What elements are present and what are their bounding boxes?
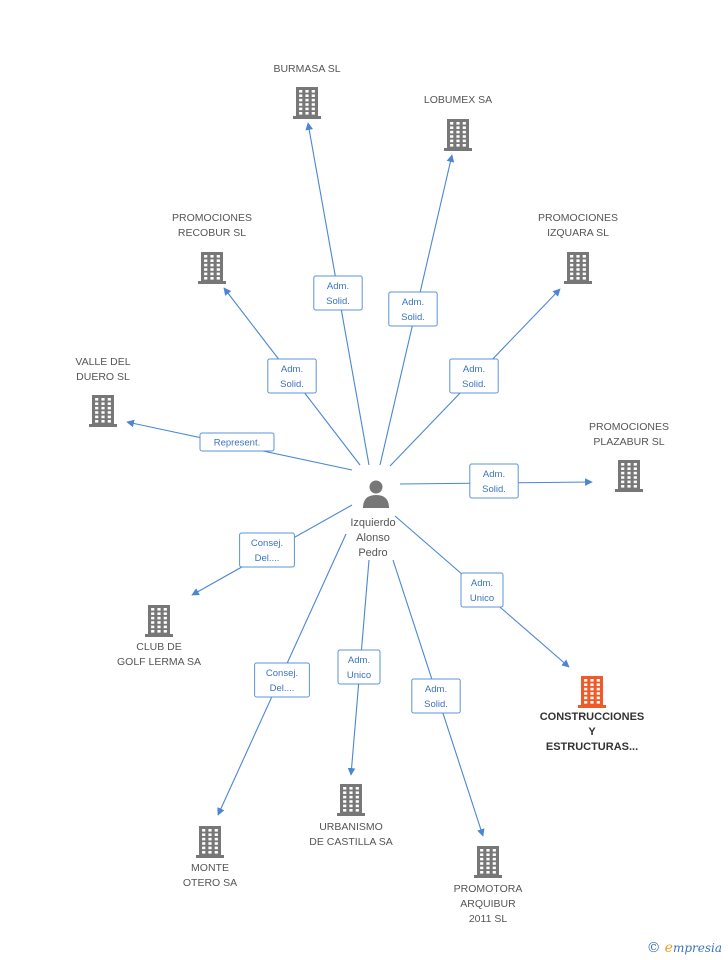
edge-arquibur: Adm. Solid.: [392, 559, 485, 837]
relation-label: Solid.: [280, 379, 304, 390]
edge-urbanismo: Adm. Unico: [337, 559, 381, 776]
building-icon[interactable]: [293, 87, 321, 119]
building-icon[interactable]: [337, 784, 365, 816]
edge-plazabur: Adm. Solid.: [399, 463, 593, 499]
company-name: CONSTRUCCIONES: [540, 711, 645, 723]
relation-label: Solid.: [482, 484, 506, 495]
relation-label: Solid.: [424, 699, 448, 710]
company-name: Y: [588, 726, 596, 738]
nodes-layer: BURMASA SL LOBUMEX SA PROMOCIONES RECOBUR S…: [75, 63, 669, 925]
relation-badge[interactable]: Adm. Solid.: [449, 358, 499, 394]
relation-label: Adm.: [327, 281, 349, 292]
company-node-monte[interactable]: MONTE OTERO SA: [183, 826, 237, 889]
relation-badge[interactable]: Adm. Unico: [460, 572, 504, 608]
company-name: RECOBUR SL: [178, 227, 246, 239]
company-node-valle[interactable]: VALLE DEL DUERO SL: [75, 356, 131, 427]
company-name: PLAZABUR SL: [593, 436, 664, 448]
relation-badge[interactable]: Consej. Del....: [254, 662, 310, 698]
company-name: BURMASA SL: [273, 63, 340, 75]
relation-badge[interactable]: Adm. Solid.: [313, 275, 363, 311]
relation-label: Represent.: [214, 438, 260, 449]
relation-label: Solid.: [326, 296, 350, 307]
company-name: DUERO SL: [76, 371, 130, 383]
company-node-arquibur[interactable]: PROMOTORA ARQUIBUR 2011 SL: [454, 846, 523, 925]
company-name: PROMOTORA: [454, 883, 523, 895]
edge-burmasa: Adm. Solid.: [305, 122, 370, 466]
company-node-plazabur[interactable]: PROMOCIONES PLAZABUR SL: [589, 421, 669, 492]
edge-izquara: Adm. Solid.: [389, 288, 561, 467]
edge-recobur: Adm. Solid.: [223, 287, 361, 466]
company-node-lobumex[interactable]: LOBUMEX SA: [424, 94, 492, 151]
relation-label: Unico: [470, 593, 494, 604]
building-icon[interactable]: [444, 119, 472, 151]
brand-logo: ©empresia: [647, 940, 722, 956]
building-icon[interactable]: [196, 826, 224, 858]
company-name: PROMOCIONES: [538, 212, 618, 224]
building-icon[interactable]: [615, 460, 643, 492]
company-name: GOLF LERMA SA: [117, 656, 201, 668]
brand-initial: e: [664, 940, 673, 956]
relation-label: Adm.: [471, 578, 493, 589]
relation-label: Unico: [347, 670, 371, 681]
company-node-golf[interactable]: CLUB DE GOLF LERMA SA: [117, 605, 201, 668]
edges-layer: Adm. Solid. Adm. Solid. Adm. Solid. Adm. Solid.…: [126, 122, 593, 837]
company-name: VALLE DEL: [75, 356, 130, 368]
building-icon[interactable]: [564, 252, 592, 284]
company-name: URBANISMO: [319, 821, 383, 833]
relation-badge[interactable]: Adm. Solid.: [411, 678, 461, 714]
edge-lobumex: Adm. Solid.: [379, 154, 455, 466]
company-name: PROMOCIONES: [172, 212, 252, 224]
company-name: MONTE: [191, 862, 229, 874]
relation-label: Adm.: [402, 297, 424, 308]
company-node-construcciones[interactable]: CONSTRUCCIONES Y ESTRUCTURAS...: [540, 676, 645, 753]
company-node-urbanismo[interactable]: URBANISMO DE CASTILLA SA: [309, 784, 393, 848]
company-name: PROMOCIONES: [589, 421, 669, 433]
brand-name: mpresia: [672, 941, 722, 955]
building-icon[interactable]: [474, 846, 502, 878]
relation-badge[interactable]: Adm. Solid.: [267, 358, 317, 394]
relation-label: Solid.: [401, 312, 425, 323]
building-icon[interactable]: [145, 605, 173, 637]
edge-valle: Represent.: [126, 419, 353, 471]
relation-badge[interactable]: Adm. Solid.: [388, 291, 438, 327]
company-name: 2011 SL: [469, 913, 507, 925]
company-name: ARQUIBUR: [460, 898, 516, 910]
company-name: IZQUARA SL: [547, 227, 609, 239]
company-node-recobur[interactable]: PROMOCIONES RECOBUR SL: [172, 212, 252, 284]
person-icon: [363, 480, 389, 508]
building-icon[interactable]: [578, 676, 606, 708]
relation-badge[interactable]: Adm. Unico: [337, 649, 381, 685]
relation-badge[interactable]: Adm. Solid.: [469, 463, 519, 499]
building-icon[interactable]: [198, 252, 226, 284]
copyright-symbol: ©: [646, 940, 661, 956]
relation-label: Adm.: [425, 684, 447, 695]
relation-label: Solid.: [462, 379, 486, 390]
building-icon[interactable]: [89, 395, 117, 427]
company-name: ESTRUCTURAS...: [546, 741, 638, 753]
company-name: DE CASTILLA SA: [309, 836, 392, 848]
relation-label: Consej.: [266, 668, 298, 679]
company-name: CLUB DE: [136, 641, 182, 653]
relation-label: Adm.: [281, 364, 303, 375]
relation-badge[interactable]: Consej. Del....: [239, 532, 295, 568]
edge-monte: Consej. Del....: [217, 533, 347, 816]
company-node-izquara[interactable]: PROMOCIONES IZQUARA SL: [538, 212, 618, 284]
relation-label: Adm.: [483, 469, 505, 480]
relation-label: Del....: [270, 683, 295, 694]
edge-construcciones: Adm. Unico: [394, 515, 570, 668]
relation-label: Consej.: [251, 538, 283, 549]
relation-label: Adm.: [463, 364, 485, 375]
relation-badge[interactable]: Represent.: [199, 432, 275, 452]
company-node-burmasa[interactable]: BURMASA SL: [273, 63, 341, 119]
relation-label: Del....: [255, 553, 280, 564]
company-name: OTERO SA: [183, 877, 237, 889]
edge-golf: Consej. Del....: [191, 504, 353, 596]
person-name: Pedro: [358, 547, 387, 559]
person-name: Izquierdo: [350, 517, 395, 529]
relation-label: Adm.: [348, 655, 370, 666]
company-name: LOBUMEX SA: [424, 94, 492, 106]
person-name: Alonso: [356, 532, 390, 544]
